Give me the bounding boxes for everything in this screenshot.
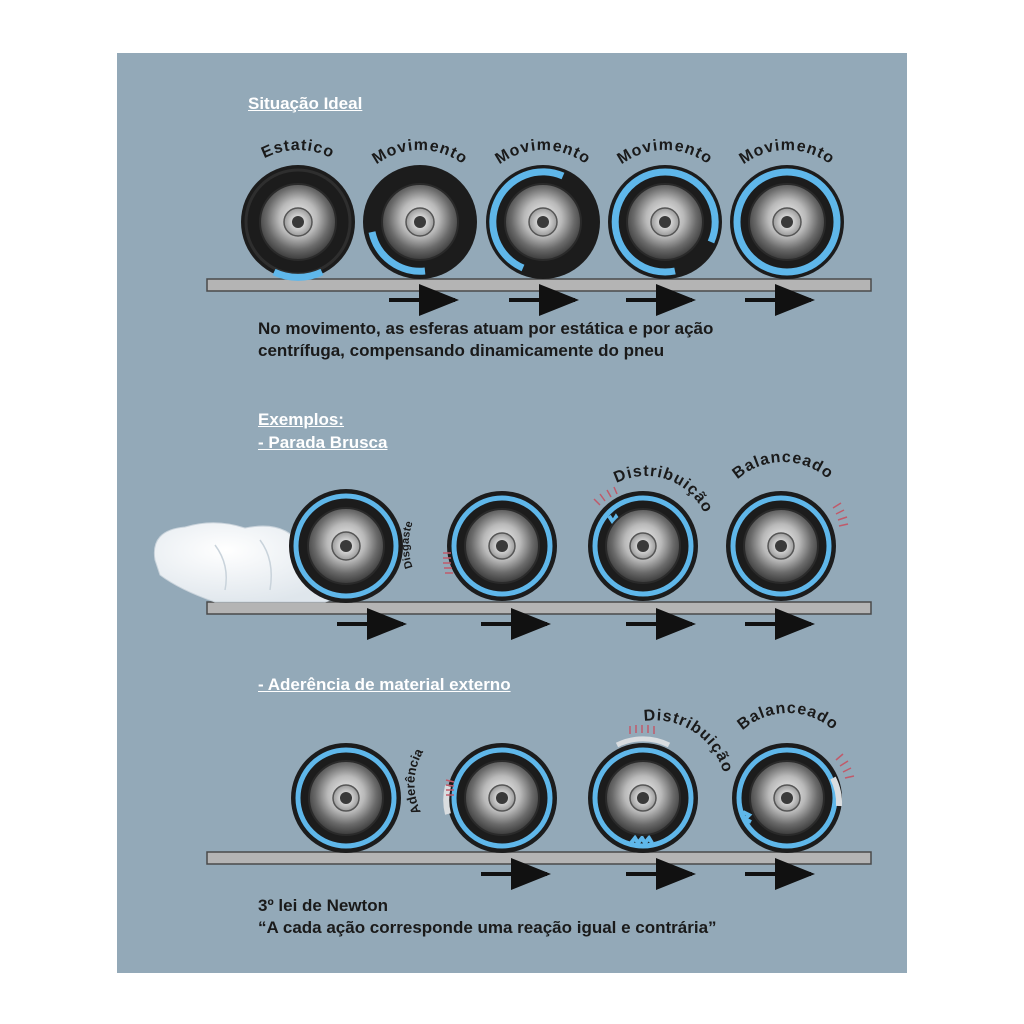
tire-stop-wear: [447, 491, 557, 601]
label-wear: Disgaste: [400, 520, 416, 571]
snow-obstacle: [153, 522, 335, 603]
distribution-ticks: [593, 486, 618, 506]
section-adherence: Aderência Distribuição Balanceado: [206, 700, 872, 890]
section-sudden-stop: Disgaste Distribuição Balanceado: [153, 449, 872, 640]
label-balanced: Balanceado: [734, 700, 841, 734]
wear-ticks: [443, 552, 453, 574]
label-moving-3: Movimento: [614, 137, 715, 168]
caption-newton-line-2: “A cada ação corresponde uma reação igua…: [258, 918, 717, 937]
tire-adherence-1: [291, 743, 401, 853]
heading-examples: Exemplos:: [258, 410, 344, 429]
distribution-ticks: [629, 725, 655, 734]
caption-ideal-line-1: No movimento, as esferas atuam por estát…: [258, 319, 714, 338]
tire-stop-balanced: [726, 491, 836, 601]
section-ideal: Estatico Movimento Movimento Movimento M…: [206, 137, 872, 316]
heading-ideal-situation: Situação Ideal: [248, 94, 363, 113]
heading-external-material: - Aderência de material externo: [258, 675, 511, 694]
tire-adherence-4: [732, 743, 843, 853]
heading-sudden-stop: - Parada Brusca: [258, 433, 388, 452]
label-adherence: Aderência: [402, 745, 426, 816]
tire-stop-distribution: [588, 491, 698, 601]
tire-moving-3: [608, 165, 722, 279]
label-moving-4: Movimento: [736, 137, 837, 168]
tire-adherence-2: [443, 743, 557, 853]
road: [206, 851, 872, 865]
label-moving-2: Movimento: [492, 137, 593, 168]
balanced-ticks: [835, 753, 855, 779]
tire-adherence-3: [588, 736, 698, 853]
road: [206, 601, 872, 615]
tire-moving-1: [363, 165, 477, 279]
adherence-ticks: [445, 779, 455, 796]
label-balanced: Balanceado: [729, 449, 836, 483]
tire-moving-4: [730, 165, 844, 279]
caption-ideal-line-2: centrífuga, compensando dinamicamente do…: [258, 341, 665, 360]
label-static: Estatico: [259, 137, 337, 162]
balanced-ticks: [832, 502, 849, 527]
tire-moving-2: [486, 165, 600, 279]
caption-newton-line-1: 3º lei de Newton: [258, 896, 388, 915]
label-moving-1: Movimento: [369, 137, 470, 168]
road: [206, 278, 872, 292]
tire-static: [241, 165, 355, 281]
tire-stop-impact: [289, 489, 403, 603]
